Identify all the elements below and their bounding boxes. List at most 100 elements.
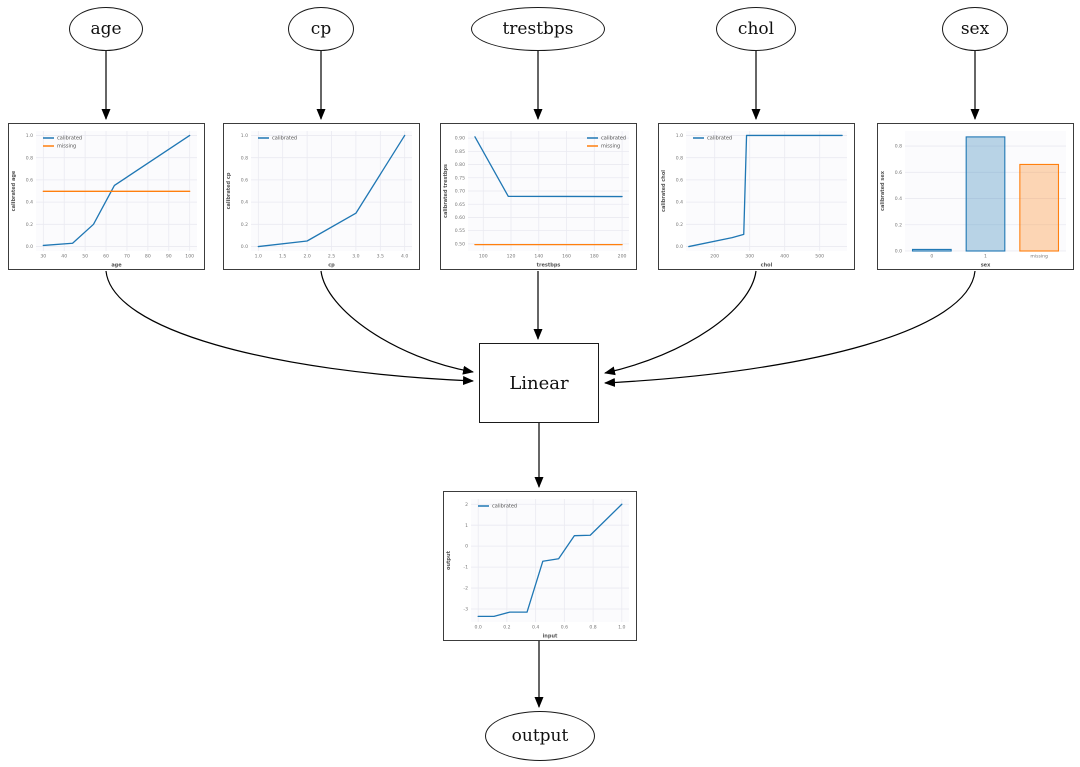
svg-text:0: 0 <box>465 544 468 550</box>
svg-text:2.5: 2.5 <box>328 254 335 260</box>
svg-text:0.0: 0.0 <box>26 244 33 250</box>
svg-text:1.0: 1.0 <box>618 625 625 631</box>
svg-text:90: 90 <box>166 254 172 260</box>
svg-text:calibrated: calibrated <box>707 136 732 142</box>
node-trestbps-label: trestbps <box>502 19 574 39</box>
svg-text:1.0: 1.0 <box>26 133 33 139</box>
svg-text:sex: sex <box>981 263 991 269</box>
svg-text:calibrated trestbps: calibrated trestbps <box>443 164 449 218</box>
svg-text:60: 60 <box>103 254 109 260</box>
linear-node-label: Linear <box>509 372 569 394</box>
svg-text:50: 50 <box>82 254 88 260</box>
node-age-label: age <box>90 19 122 39</box>
svg-text:0.75: 0.75 <box>455 175 465 181</box>
svg-text:0.85: 0.85 <box>455 149 465 155</box>
svg-text:2: 2 <box>465 502 468 508</box>
edge-sex-to-linear <box>604 270 976 387</box>
svg-text:300: 300 <box>745 254 754 260</box>
svg-text:0.4: 0.4 <box>676 200 683 206</box>
svg-text:0.6: 0.6 <box>895 170 902 176</box>
calibrator-plot-cp: 0.0 0.2 0.4 0.6 0.8 1.0 1.0 1.5 2.0 2.5 3.0 3.5 4.0 c… <box>223 123 420 270</box>
node-chol-label: chol <box>737 19 775 39</box>
svg-text:calibrated: calibrated <box>272 136 297 142</box>
node-chol: chol <box>716 7 796 51</box>
svg-text:-3: -3 <box>463 607 468 613</box>
svg-text:4.0: 4.0 <box>401 254 408 260</box>
svg-text:180: 180 <box>590 254 599 260</box>
svg-text:0.2: 0.2 <box>676 222 683 228</box>
svg-text:1.0: 1.0 <box>255 254 262 260</box>
svg-text:30: 30 <box>40 254 46 260</box>
svg-text:missing: missing <box>601 144 620 150</box>
svg-text:0.70: 0.70 <box>455 189 465 195</box>
svg-text:0.8: 0.8 <box>589 625 596 631</box>
svg-text:0.4: 0.4 <box>895 196 902 202</box>
svg-text:0.6: 0.6 <box>26 177 33 183</box>
svg-text:0.4: 0.4 <box>241 200 248 206</box>
node-output: output <box>485 711 595 761</box>
svg-text:0.0: 0.0 <box>475 625 482 631</box>
svg-text:0.8: 0.8 <box>26 155 33 161</box>
svg-text:0.55: 0.55 <box>455 228 465 234</box>
svg-text:2.0: 2.0 <box>303 254 310 260</box>
svg-text:120: 120 <box>507 254 516 260</box>
svg-text:age: age <box>111 263 122 269</box>
svg-text:140: 140 <box>534 254 543 260</box>
svg-text:-2: -2 <box>463 586 468 592</box>
svg-text:400: 400 <box>780 254 789 260</box>
svg-text:1.5: 1.5 <box>279 254 286 260</box>
svg-text:3.5: 3.5 <box>377 254 384 260</box>
linear-node: Linear <box>479 343 599 423</box>
svg-text:calibrated age: calibrated age <box>11 170 17 211</box>
svg-text:0.0: 0.0 <box>241 244 248 250</box>
svg-text:0.90: 0.90 <box>455 136 465 142</box>
svg-text:0.65: 0.65 <box>455 202 465 208</box>
svg-text:0.80: 0.80 <box>455 162 465 168</box>
svg-text:1.0: 1.0 <box>676 133 683 139</box>
svg-text:calibrated: calibrated <box>601 136 626 142</box>
svg-text:calibrated chol: calibrated chol <box>661 170 667 212</box>
node-cp-label: cp <box>310 19 332 39</box>
cp-calibration-chart: 0.0 0.2 0.4 0.6 0.8 1.0 1.0 1.5 2.0 2.5 3.0 3.5 4.0 c… <box>226 131 412 269</box>
svg-text:trestbps: trestbps <box>537 263 561 269</box>
svg-text:3.0: 3.0 <box>352 254 359 260</box>
svg-text:0.50: 0.50 <box>455 241 465 247</box>
svg-text:0.0: 0.0 <box>895 249 902 255</box>
edge-chol-to-linear <box>604 270 757 376</box>
node-sex-label: sex <box>960 19 990 39</box>
svg-text:1: 1 <box>984 254 987 260</box>
svg-text:1.0: 1.0 <box>241 133 248 139</box>
svg-text:0.8: 0.8 <box>676 155 683 161</box>
svg-text:0.8: 0.8 <box>241 155 248 161</box>
svg-text:100: 100 <box>185 254 194 260</box>
svg-text:200: 200 <box>618 254 627 260</box>
node-cp: cp <box>288 7 354 51</box>
svg-text:160: 160 <box>562 254 571 260</box>
svg-text:0.4: 0.4 <box>532 625 539 631</box>
svg-text:0.8: 0.8 <box>895 144 902 150</box>
svg-text:missing: missing <box>1030 254 1048 260</box>
svg-text:80: 80 <box>145 254 151 260</box>
svg-text:0.0: 0.0 <box>676 244 683 250</box>
svg-text:1: 1 <box>465 523 468 529</box>
svg-text:calibrated: calibrated <box>57 136 82 142</box>
svg-text:missing: missing <box>57 144 76 150</box>
svg-text:chol: chol <box>761 263 773 269</box>
node-age: age <box>69 7 143 51</box>
svg-text:0.6: 0.6 <box>241 177 248 183</box>
svg-text:100: 100 <box>479 254 488 260</box>
svg-text:input: input <box>543 634 558 640</box>
svg-text:0.2: 0.2 <box>241 222 248 228</box>
svg-text:calibrated sex: calibrated sex <box>880 170 886 211</box>
svg-text:0.2: 0.2 <box>895 222 902 228</box>
svg-text:70: 70 <box>124 254 130 260</box>
